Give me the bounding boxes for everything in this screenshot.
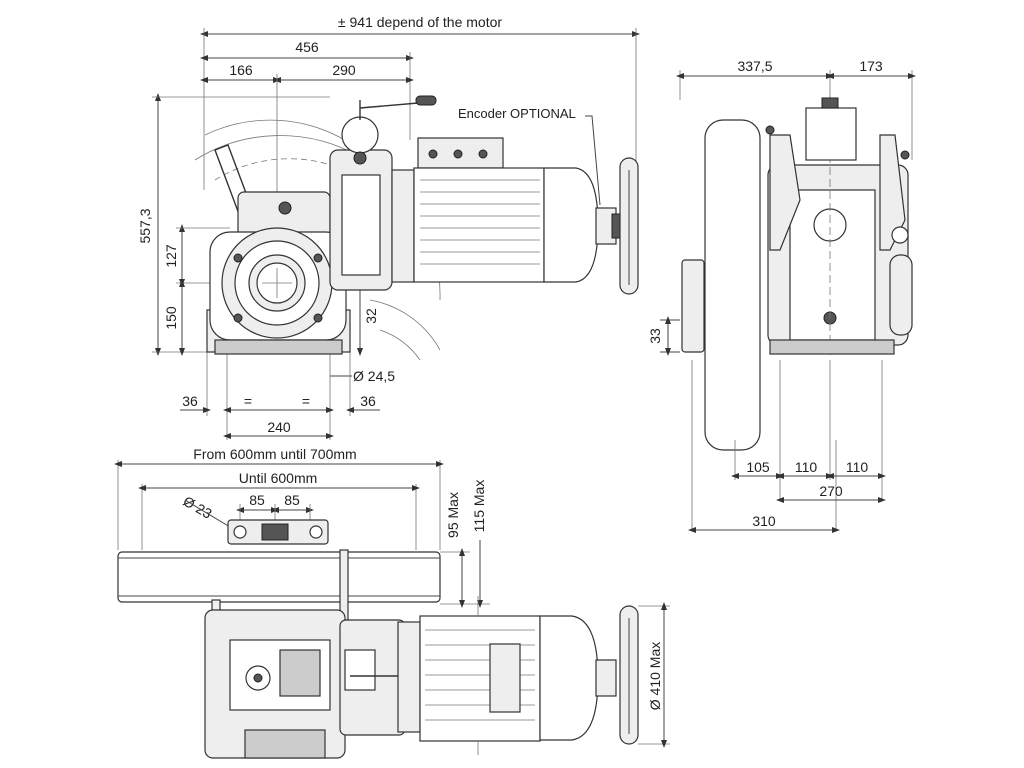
dim-270: 270 (819, 483, 843, 499)
dim-290: 290 (332, 62, 356, 78)
dim-173: 173 (859, 58, 883, 74)
dim-105: 105 (746, 459, 770, 475)
front-view: ± 941 depend of the motor 456 166 290 55… (137, 14, 640, 440)
dim-from-600-700: From 600mm until 700mm (193, 446, 356, 462)
dim-337: 337,5 (737, 58, 772, 74)
dim-equal-1: = (244, 393, 252, 409)
dim-310: 310 (752, 513, 776, 529)
dim-557: 557,3 (137, 208, 153, 243)
dim-127: 127 (163, 244, 179, 268)
dim-85-b: 85 (284, 492, 300, 508)
top-view: From 600mm until 700mm Until 600mm Ø 23 … (114, 446, 670, 759)
dim-equal-2: = (302, 393, 310, 409)
dim-overall-length: ± 941 depend of the motor (338, 14, 502, 30)
dim-150: 150 (163, 306, 179, 330)
dim-33: 33 (647, 328, 663, 344)
side-view: 337,5 173 33 105 110 1 (647, 58, 916, 533)
encoder-label: Encoder OPTIONAL (458, 106, 576, 121)
dim-until-600: Until 600mm (239, 470, 318, 486)
dim-240: 240 (267, 419, 291, 435)
dim-32: 32 (363, 308, 379, 324)
dim-166: 166 (229, 62, 253, 78)
dim-36-left: 36 (182, 393, 198, 409)
dim-456: 456 (295, 39, 319, 55)
dim-110-b: 110 (846, 459, 869, 475)
dim-115-max: 115 Max (471, 480, 487, 533)
dim-95-max: 95 Max (445, 492, 461, 538)
dim-85-a: 85 (249, 492, 265, 508)
dim-shaft-diameter: Ø 24,5 (353, 368, 395, 384)
dim-36-right: 36 (360, 393, 376, 409)
dim-410-max: Ø 410 Max (647, 642, 663, 710)
dim-110-a: 110 (795, 459, 818, 475)
